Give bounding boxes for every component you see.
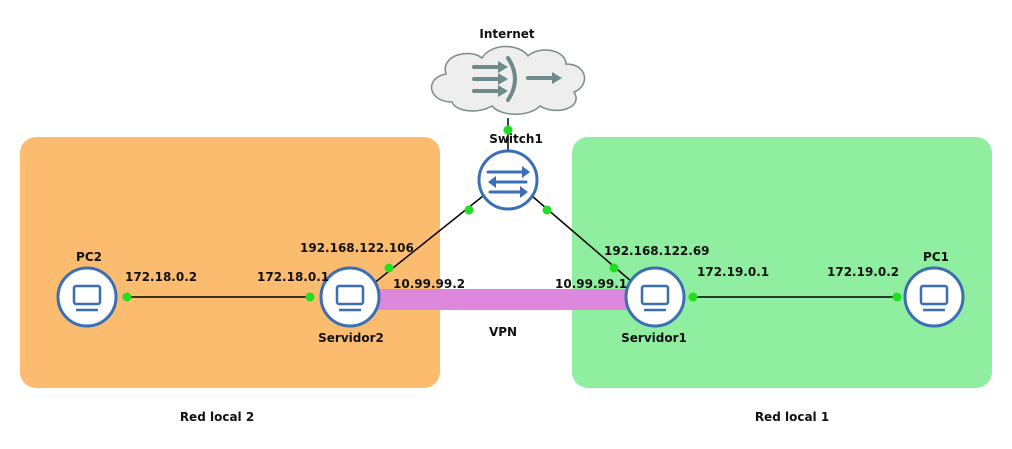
pc1-label: PC1 [923,250,949,264]
zone-red-local-1 [572,137,992,388]
pc2-label: PC2 [76,250,102,264]
ip-servidor1-wan: 192.168.122.69 [604,244,710,258]
port-switch1-right [542,205,552,215]
ip-servidor1-lan: 172.19.0.1 [697,265,770,279]
port-switch1-top [503,125,513,135]
servidor2-monitor-icon[interactable] [319,266,381,328]
servidor1-label: Servidor1 [621,331,687,345]
port-switch1-left [464,205,474,215]
zone-label-red-local-2: Red local 2 [179,410,255,424]
cloud-icon [430,45,586,115]
servidor2-label: Servidor2 [318,331,384,345]
port-servidor2-wan [384,263,394,273]
ip-servidor2-vpn: 10.99.99.2 [393,277,466,291]
port-servidor2-lan [305,292,315,302]
port-servidor1-wan [609,263,619,273]
vpn-label: VPN [488,325,518,339]
servidor1-monitor-icon[interactable] [624,266,686,328]
ip-servidor2-lan: 172.18.0.1 [257,270,330,284]
pc2-monitor-icon[interactable] [56,266,118,328]
ip-servidor2-wan: 192.168.122.106 [300,241,414,255]
ip-pc1: 172.19.0.2 [827,265,900,279]
switch1-label: Switch1 [489,132,543,146]
pc1-monitor-icon[interactable] [903,266,965,328]
switch-icon[interactable] [477,149,539,211]
port-pc2 [122,292,132,302]
internet-label: Internet [479,27,535,41]
port-pc1 [892,292,902,302]
port-servidor1-lan [688,292,698,302]
ip-pc2: 172.18.0.2 [125,270,198,284]
ip-servidor1-vpn: 10.99.99.1 [555,277,628,291]
vpn-tunnel [372,289,640,310]
zone-red-local-2 [20,137,440,388]
zone-label-red-local-1: Red local 1 [754,410,830,424]
ports [122,125,902,302]
